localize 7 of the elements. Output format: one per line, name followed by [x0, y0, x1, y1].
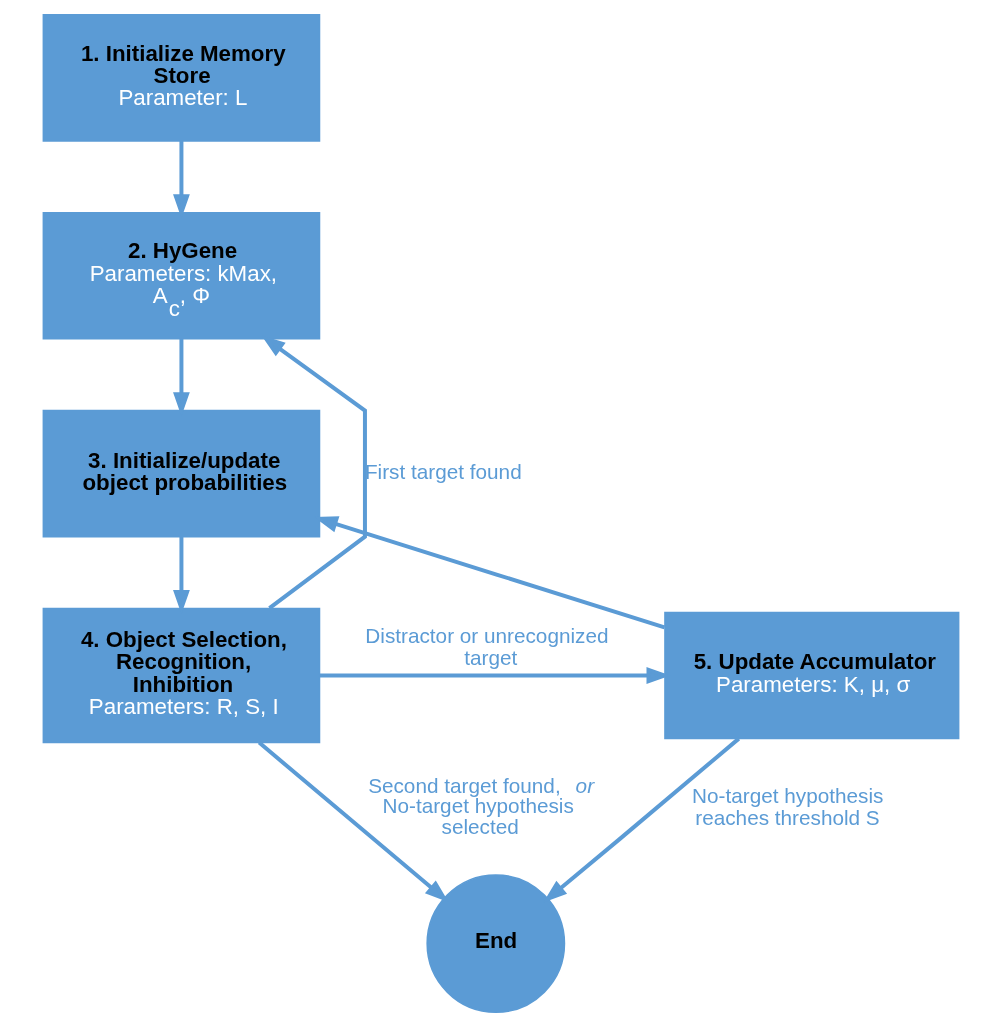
edge-label: Distractor or unrecognized target — [364, 623, 609, 669]
node-box: 3. Initialize/update object probabilities — [42, 409, 320, 538]
node-box: 1. Initialize Memory Store Parameter: L — [42, 14, 320, 142]
node-box: 4. Object Selection, Recognition, Inhibition Parameters: R, S, I — [42, 607, 320, 744]
edge-label: Second target found, or No-target hypothesis selected — [367, 773, 594, 839]
node-box: 5. Update Accumulator Parameters: K, μ, σ — [663, 611, 959, 740]
edge-label: No-target hypothesis reaches threshold S — [691, 783, 883, 830]
